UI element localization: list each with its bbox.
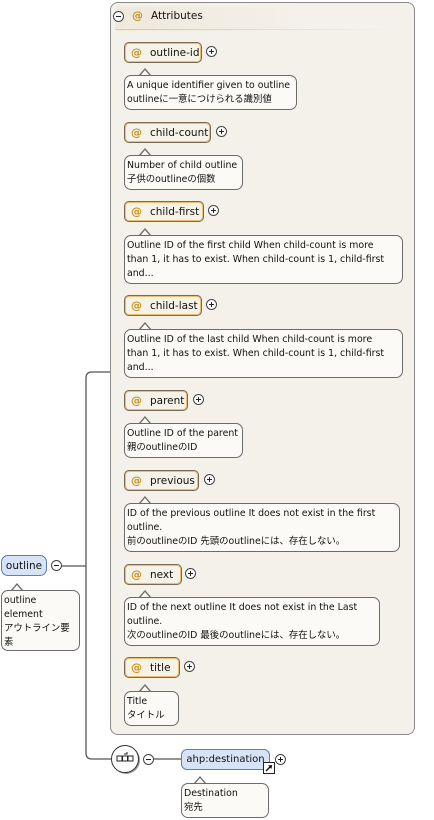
attribute-description: ID of the previous outline It does not e… <box>124 503 400 552</box>
element-name: outline <box>5 559 43 572</box>
at-icon: @ <box>131 568 142 581</box>
attribute-name: child-count <box>150 126 209 139</box>
collapse-attributes-icon[interactable] <box>113 11 124 22</box>
reference-arrow-icon <box>263 762 275 774</box>
at-icon: @ <box>131 299 142 312</box>
attributes-title: Attributes <box>151 10 203 22</box>
expand-child-first-icon[interactable] <box>208 205 219 216</box>
destination-element[interactable]: ahp:destination <box>181 749 270 770</box>
at-icon: @ <box>131 205 142 218</box>
attribute-name: outline-id <box>150 46 200 59</box>
expand-destination-icon[interactable] <box>275 754 286 765</box>
expand-parent-icon[interactable] <box>193 394 204 405</box>
attribute-previous[interactable]: @ previous <box>124 470 199 491</box>
attribute-name: child-first <box>150 205 200 218</box>
attribute-outline-id[interactable]: @ outline-id <box>124 42 202 63</box>
attribute-name: title <box>150 661 171 674</box>
collapse-outline-icon[interactable] <box>51 560 62 571</box>
attribute-name: parent <box>150 394 185 407</box>
expand-previous-icon[interactable] <box>204 474 215 485</box>
sequence-icon[interactable] <box>111 745 139 773</box>
attribute-next[interactable]: @ next <box>124 564 182 585</box>
expand-next-icon[interactable] <box>185 568 196 579</box>
expand-child-count-icon[interactable] <box>216 126 227 137</box>
at-icon: @ <box>131 394 142 407</box>
attribute-child-last[interactable]: @ child-last <box>124 295 202 316</box>
at-icon: @ <box>131 126 142 139</box>
at-icon: @ <box>131 474 142 487</box>
attribute-parent[interactable]: @ parent <box>124 390 188 411</box>
attributes-header <box>115 7 315 31</box>
outline-element[interactable]: outline <box>1 555 47 576</box>
expand-child-last-icon[interactable] <box>206 299 217 310</box>
at-icon: @ <box>132 9 143 22</box>
attribute-child-first[interactable]: @ child-first <box>124 201 204 222</box>
attribute-description: Outline ID of the last child When child-… <box>124 329 403 378</box>
element-name: ahp:destination <box>186 754 265 765</box>
at-icon: @ <box>131 661 142 674</box>
expand-outline-id-icon[interactable] <box>206 46 217 57</box>
expand-title-icon[interactable] <box>184 661 195 672</box>
attribute-name: child-last <box>150 299 198 312</box>
at-icon: @ <box>131 46 142 59</box>
attribute-title[interactable]: @ title <box>124 657 180 678</box>
attribute-child-count[interactable]: @ child-count <box>124 122 211 143</box>
attribute-name: previous <box>150 474 195 487</box>
attribute-description: ID of the next outline It does not exist… <box>124 597 380 646</box>
attribute-description: Outline ID of the first child When child… <box>124 235 403 284</box>
collapse-sequence-icon[interactable] <box>143 754 154 765</box>
attribute-name: next <box>150 568 174 581</box>
